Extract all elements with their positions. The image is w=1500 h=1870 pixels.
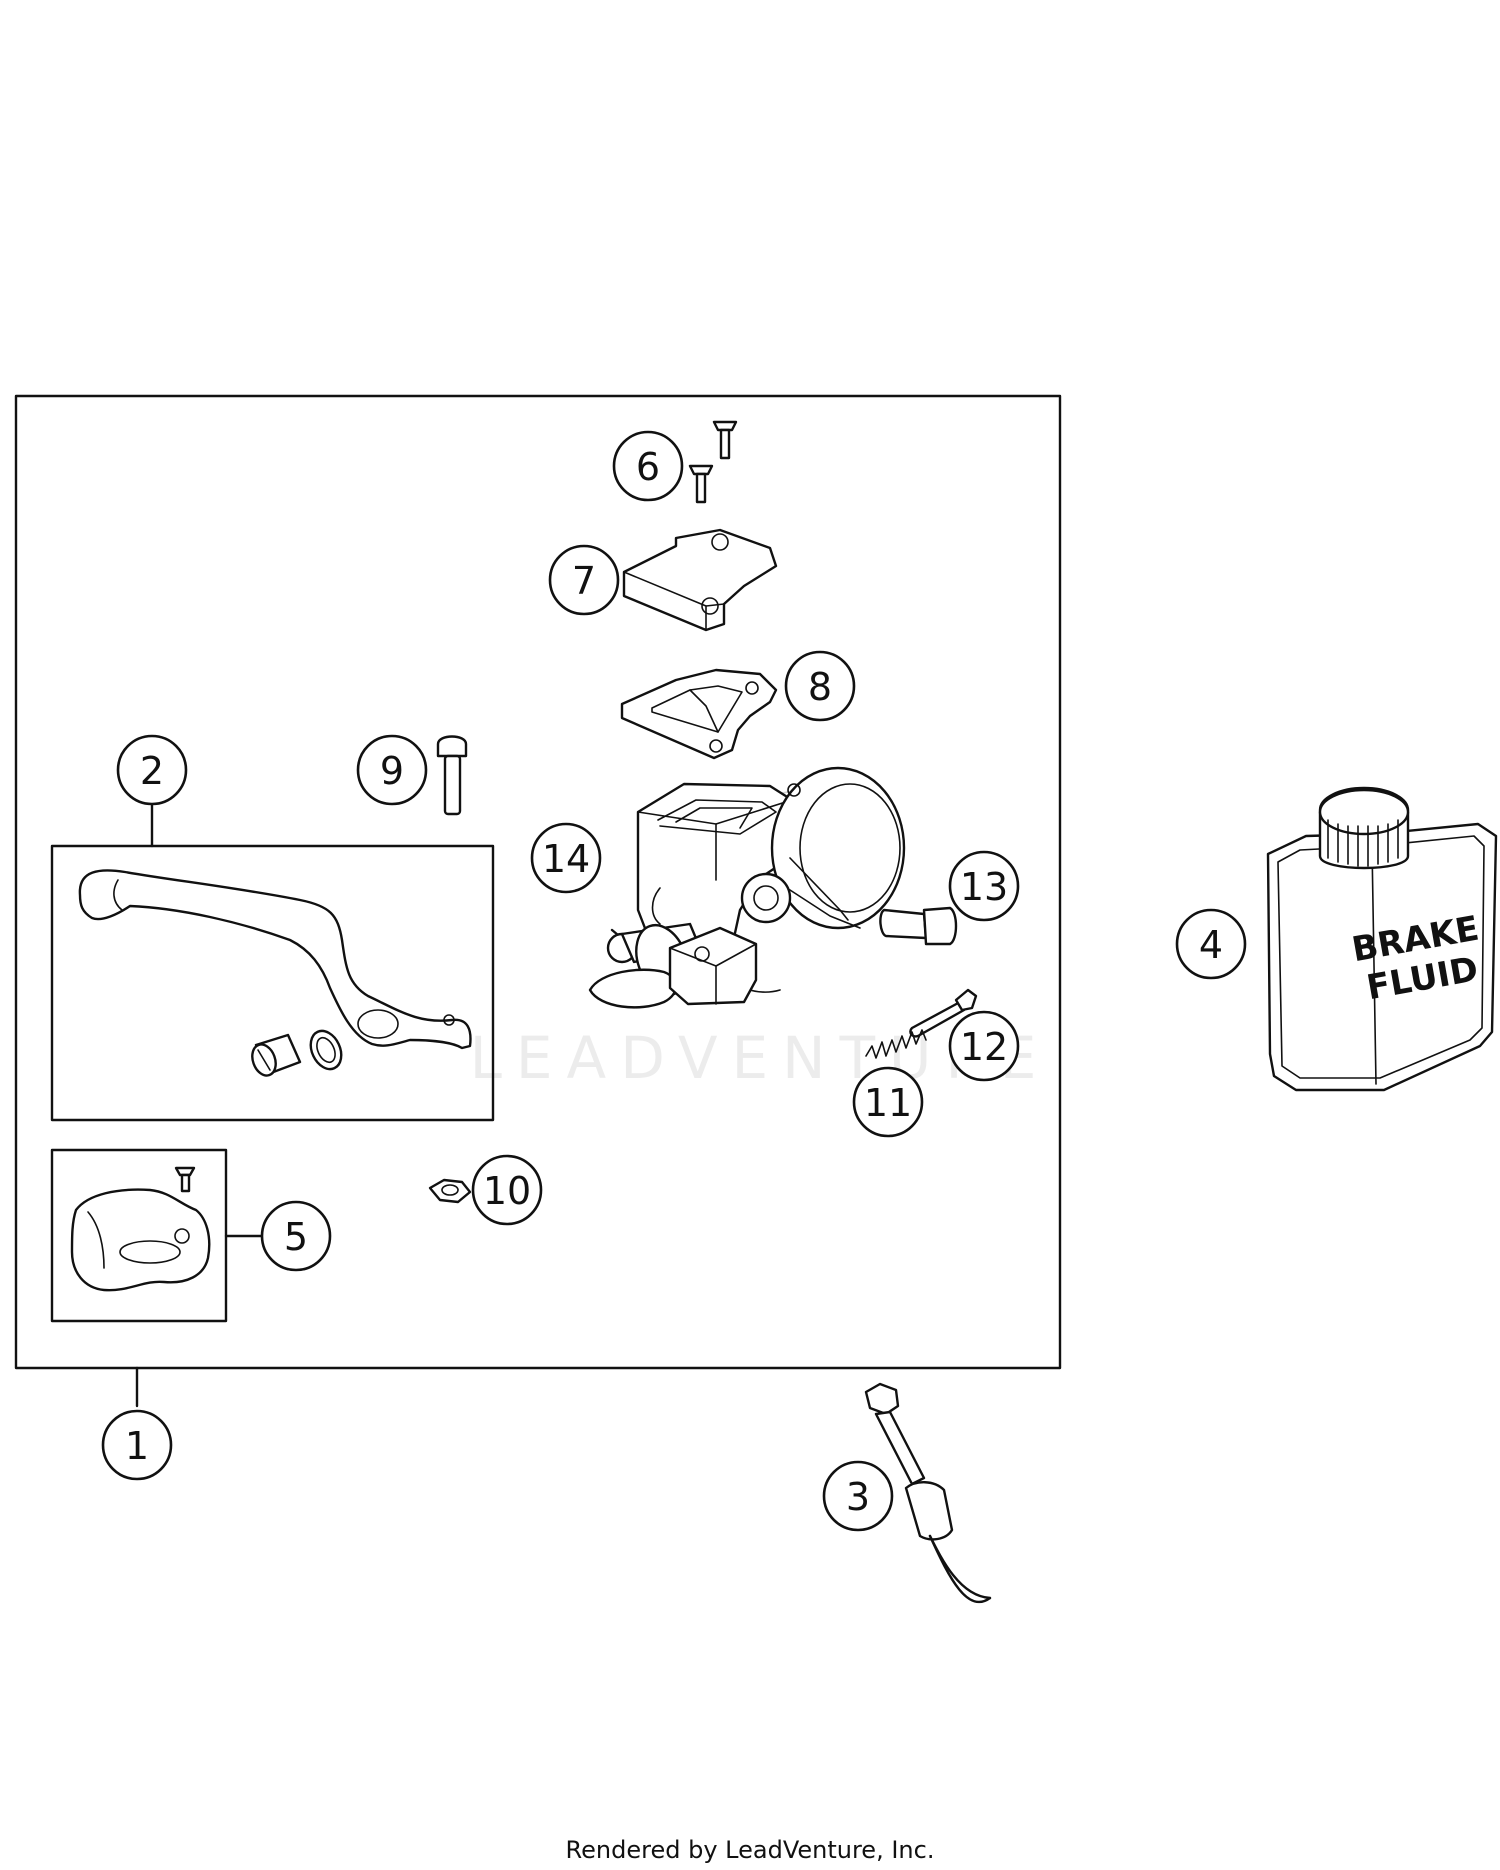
callout-number: 10: [483, 1169, 531, 1213]
reservoir-cap: [622, 528, 778, 632]
brake-fluid-can: BRAKE FLUID: [1266, 786, 1498, 1092]
callout-number: 13: [960, 865, 1008, 909]
lever-pivot-screw: [251, 1033, 302, 1077]
callout-number: 2: [140, 749, 164, 793]
callout-number: 14: [542, 837, 590, 881]
pivot-bolt: [436, 735, 468, 816]
callout-number: 1: [125, 1424, 149, 1468]
callout-1: 1: [101, 1409, 173, 1481]
callout-number: 3: [846, 1475, 870, 1519]
assembly-frame: [14, 394, 1062, 1370]
callout-number: 8: [808, 665, 832, 709]
callout-11: 11: [852, 1066, 924, 1138]
callout-6: 6: [612, 430, 684, 502]
callout-number: 7: [572, 559, 596, 603]
push-rod: [588, 922, 758, 1009]
callout-3: 3: [822, 1460, 894, 1532]
callout-13: 13: [948, 850, 1020, 922]
adjuster-bolt: [879, 906, 958, 946]
callout-10: 10: [471, 1154, 543, 1226]
watermark: LEADVENTURE: [470, 789, 1051, 1092]
cover-screw: [174, 1166, 196, 1193]
callout-number: 6: [636, 445, 660, 489]
callout-9: 9: [356, 734, 428, 806]
callout-14: 14: [530, 822, 602, 894]
lever-o-ring: [309, 1029, 343, 1071]
reservoir-screws: [688, 420, 738, 504]
diaphragm: [620, 668, 778, 760]
callout-number: 12: [960, 1025, 1008, 1069]
callout-number: 5: [284, 1215, 308, 1259]
footer-credit: Rendered by LeadVenture, Inc.: [565, 1836, 935, 1864]
callout-8: 8: [784, 650, 856, 722]
callout-4: 4: [1175, 908, 1247, 980]
spring: [865, 1029, 927, 1059]
brake-line: [864, 1382, 992, 1604]
callout-7: 7: [548, 544, 620, 616]
watermark-text: LEADVENTURE: [470, 1024, 1051, 1092]
callout-number: 11: [864, 1081, 912, 1125]
callout-2: 2: [116, 734, 188, 806]
protective-cover: [70, 1188, 211, 1292]
callout-12: 12: [948, 1010, 1020, 1082]
brake-lever: [78, 869, 472, 1050]
callout-number: 9: [380, 749, 404, 793]
lever-kit-frame: [50, 844, 495, 1122]
callout-5: 5: [260, 1200, 332, 1272]
callout-number: 4: [1199, 923, 1223, 967]
hex-nut: [428, 1178, 472, 1204]
